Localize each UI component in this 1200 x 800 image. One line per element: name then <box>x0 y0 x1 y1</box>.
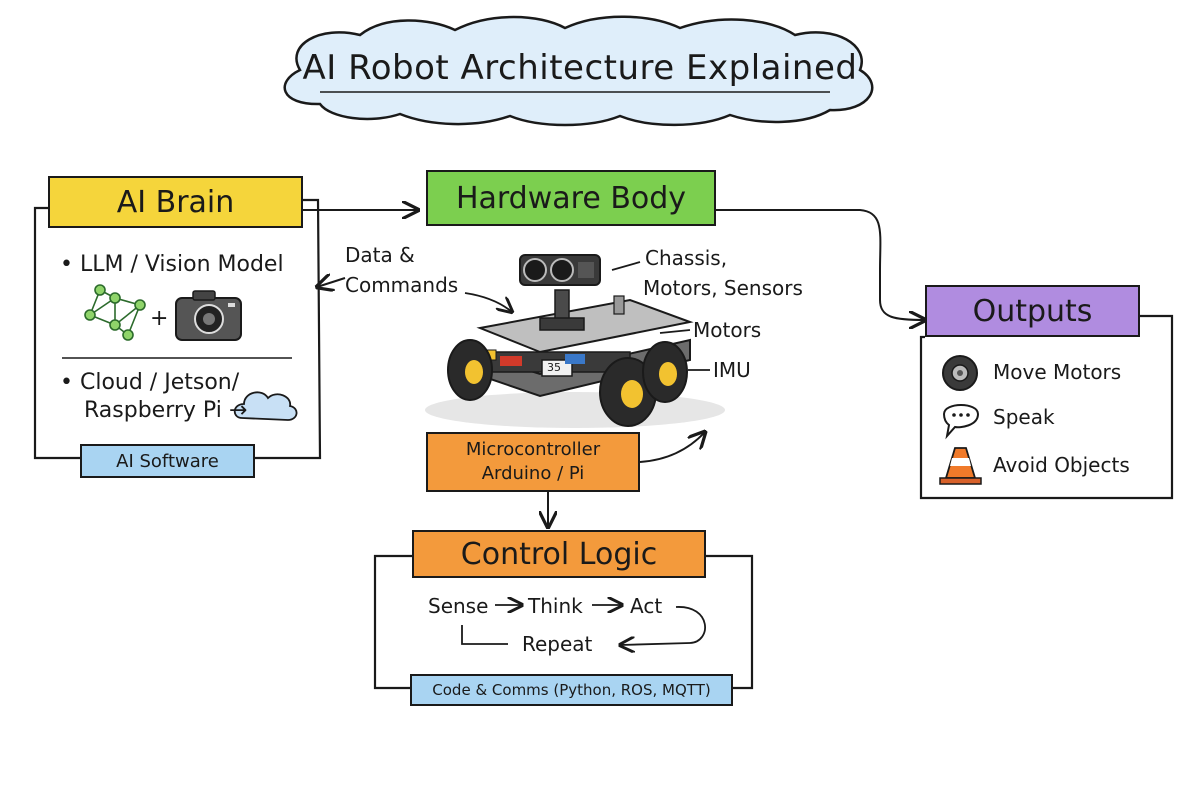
hardware-body-header: Hardware Body <box>426 170 716 226</box>
speech-bubble-icon <box>942 404 980 440</box>
cloud-icon <box>233 391 298 421</box>
data-commands-label: Data & <box>345 243 415 267</box>
ai-brain-frame <box>33 198 322 460</box>
robot-wheel <box>642 341 688 403</box>
output-move-motors: Move Motors <box>993 360 1122 384</box>
outputs-header: Outputs <box>925 285 1140 337</box>
microcontroller-box: Microcontroller Arduino / Pi <box>426 432 640 492</box>
ai-brain-item-compute-line2: Raspberry Pi → <box>84 398 248 423</box>
robot-illustration <box>425 254 725 428</box>
chassis-label: Chassis, <box>645 246 728 270</box>
robot-wheel <box>447 339 493 401</box>
camera-icon <box>175 290 242 341</box>
hardware-body-label: Hardware Body <box>455 180 687 216</box>
ai-software-label: AI Software <box>116 450 219 472</box>
outputs-frame <box>919 314 1174 500</box>
microcontroller-label: Microcontroller <box>465 439 601 460</box>
microcontroller-sublabel: Arduino / Pi <box>481 463 585 484</box>
title-cloud <box>283 15 874 127</box>
code-comms-label: Code & Comms (Python, ROS, MQTT) <box>432 681 711 699</box>
page-title: AI Robot Architecture Explained <box>302 48 858 88</box>
wheel-icon <box>942 355 978 391</box>
ai-software-tag: AI Software <box>80 444 255 478</box>
ai-brain-header: AI Brain <box>48 176 303 228</box>
output-avoid-objects: Avoid Objects <box>993 453 1130 477</box>
motors-label: Motors <box>693 318 762 342</box>
loop-act: Act <box>630 594 663 618</box>
loop-sense: Sense <box>428 594 489 618</box>
control-logic-label: Control Logic <box>460 536 658 572</box>
board-number: 35 <box>547 361 561 374</box>
outputs-label: Outputs <box>972 293 1093 329</box>
loop-repeat: Repeat <box>522 632 593 656</box>
code-comms-tag: Code & Comms (Python, ROS, MQTT) <box>410 674 733 706</box>
ai-brain-header-label: AI Brain <box>116 184 235 220</box>
neural-network-icon <box>84 284 146 341</box>
traffic-cone-icon <box>939 447 982 485</box>
output-speak: Speak <box>993 405 1055 429</box>
control-logic-header: Control Logic <box>412 530 706 578</box>
plus-sign: + <box>150 306 169 331</box>
loop-think: Think <box>528 594 583 618</box>
imu-label: IMU <box>713 358 751 382</box>
data-commands-label-line2: Commands <box>345 273 459 297</box>
ai-brain-item-llm: • LLM / Vision Model <box>60 252 284 277</box>
control-logic-frame <box>373 554 754 690</box>
chassis-label-line2: Motors, Sensors <box>643 276 803 300</box>
ai-brain-item-compute: • Cloud / Jetson/ <box>60 370 240 395</box>
